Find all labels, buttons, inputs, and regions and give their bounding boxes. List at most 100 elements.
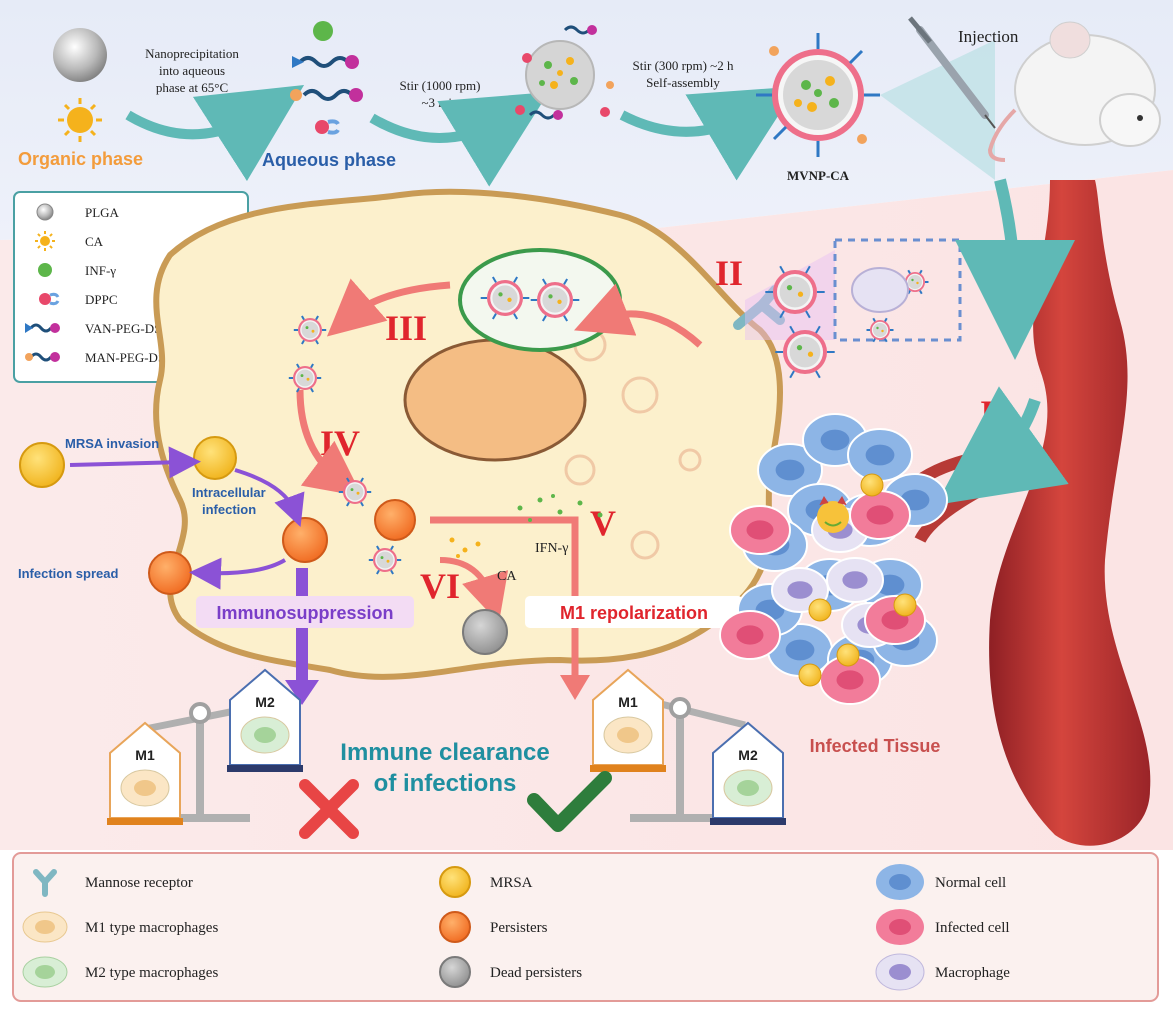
scale-macrophage-label: M1 — [135, 747, 155, 763]
cytoplasm-nanoparticle — [368, 545, 402, 575]
free-lipids-icon — [515, 25, 614, 120]
m1-macrophage-house: M1 — [590, 668, 666, 772]
check-icon — [527, 771, 612, 832]
dppc-component-icon — [315, 119, 340, 135]
zoom-nanoparticle — [866, 317, 894, 343]
endosome-nanoparticle — [530, 278, 580, 322]
step-ii-label: II — [715, 253, 743, 293]
core-nanoparticle-icon — [525, 40, 595, 110]
immunosuppression-arrowhead — [285, 680, 319, 705]
dppc-icon — [39, 292, 60, 306]
m1-repolarization-label: M1 repolarization — [560, 603, 708, 623]
endosome-nanoparticle — [480, 276, 530, 320]
infection-arrow — [234, 468, 305, 527]
step-iii-label: III — [385, 308, 427, 348]
m1-macrophage-house: M1 — [107, 721, 183, 825]
ca-dots — [449, 537, 481, 558]
cross-icon — [299, 779, 359, 839]
infected-cell — [719, 610, 781, 660]
cell-vesicles — [564, 328, 702, 560]
tissue-mrsa — [860, 473, 884, 497]
m1-arrowhead — [560, 675, 590, 700]
step1-arrow — [125, 85, 305, 182]
mouse-icon — [987, 21, 1161, 162]
step2-line1: Stir (1000 rpm) — [400, 78, 481, 93]
devil-face-icon — [817, 496, 849, 533]
immune-clearance-line1: Immune clearance — [340, 739, 549, 766]
m1-repolarization-badge — [525, 596, 743, 628]
circulation-arrow-2 — [936, 386, 1069, 505]
immune-clearance-line2: of infections — [374, 770, 517, 797]
release-arrow — [326, 278, 451, 337]
m2-macrophage-house: M2 — [227, 668, 303, 772]
cell-legend-label: Persisters — [490, 920, 548, 936]
infected-cell — [729, 505, 791, 555]
delivery-arrow — [296, 389, 363, 497]
macrophage-icon — [875, 953, 925, 991]
cell-legend-label: Infected cell — [935, 920, 1010, 936]
step1-line1: Nanoprecipitation — [145, 46, 239, 61]
invasion-arrow — [69, 446, 201, 479]
zoom-nanoparticle — [775, 325, 835, 379]
injection-beam — [880, 40, 995, 180]
circulation-arrow-1 — [954, 178, 1075, 360]
normal-cell — [767, 623, 833, 677]
cell-legend — [12, 852, 1159, 1002]
van-peg-component-icon — [292, 55, 359, 69]
injection-label: Injection — [958, 27, 1019, 46]
inf-gamma-component-icon — [313, 21, 333, 41]
zoom-nanoparticle — [765, 265, 825, 319]
components-legend-label: CA — [85, 234, 104, 249]
mannose-receptor-icon — [33, 869, 57, 897]
step1-line2: into aqueous — [159, 63, 225, 78]
zoom-macrophage — [851, 267, 909, 313]
step2-arrow — [369, 92, 549, 187]
tissue-macrophage — [826, 557, 884, 603]
step3-line1: Stir (300 rpm) ~2 h — [633, 58, 734, 73]
components-legend-label: MAN-PEG-DSPE — [85, 350, 180, 365]
mrsa-icon — [439, 866, 471, 898]
step1-line3: phase at 65°C — [156, 80, 228, 95]
aqueous-phase-label: Aqueous phase — [262, 150, 396, 170]
step-v-label: V — [590, 503, 616, 543]
infected-cell — [849, 490, 911, 540]
kill-arrow — [439, 557, 509, 623]
inf-gamma-icon — [38, 263, 52, 277]
cell-legend-label: MRSA — [490, 875, 533, 891]
immunosuppression-badge — [196, 596, 414, 628]
scale-macrophage-label: M2 — [255, 694, 275, 710]
plga-particle-icon — [53, 28, 107, 82]
cytoplasm-nanoparticles — [288, 315, 402, 575]
macrophage-nucleus — [403, 338, 587, 462]
immunosuppression-label: Immunosuppression — [216, 603, 393, 623]
m2-macrophage-house: M2 — [710, 721, 786, 825]
man-peg-component-icon — [290, 88, 363, 102]
mvnp-ca-nanoparticle-icon — [756, 33, 880, 157]
infected-tissue-cluster — [719, 413, 948, 705]
cytoplasm-nanoparticle — [293, 315, 327, 345]
persister-icon — [439, 911, 471, 943]
blood-vessel — [989, 180, 1151, 846]
scale-macrophage-label: M2 — [738, 747, 758, 763]
infection-spread-label: Infection spread — [18, 566, 118, 581]
invading-mrsa-icon — [19, 442, 65, 488]
step3-arrow — [619, 86, 798, 181]
components-legend-label: DPPC — [85, 292, 118, 307]
infected-cell-icon — [876, 909, 924, 945]
dead-persister-icon — [439, 956, 471, 988]
normal-cell-icon — [876, 864, 924, 900]
infected-tissue-label: Infected Tissue — [810, 736, 941, 756]
tissue-mrsa — [808, 598, 832, 622]
normal-cell — [847, 428, 913, 482]
tissue-mrsa — [836, 643, 860, 667]
uptake-arrow — [573, 283, 703, 348]
spread-arrow — [189, 557, 287, 590]
cell-legend-label: Dead persisters — [490, 965, 582, 981]
endosome-nanoparticles — [480, 276, 580, 322]
m1-repolarization-arrow — [430, 516, 579, 690]
cell-legend-label: Normal cell — [935, 875, 1006, 891]
